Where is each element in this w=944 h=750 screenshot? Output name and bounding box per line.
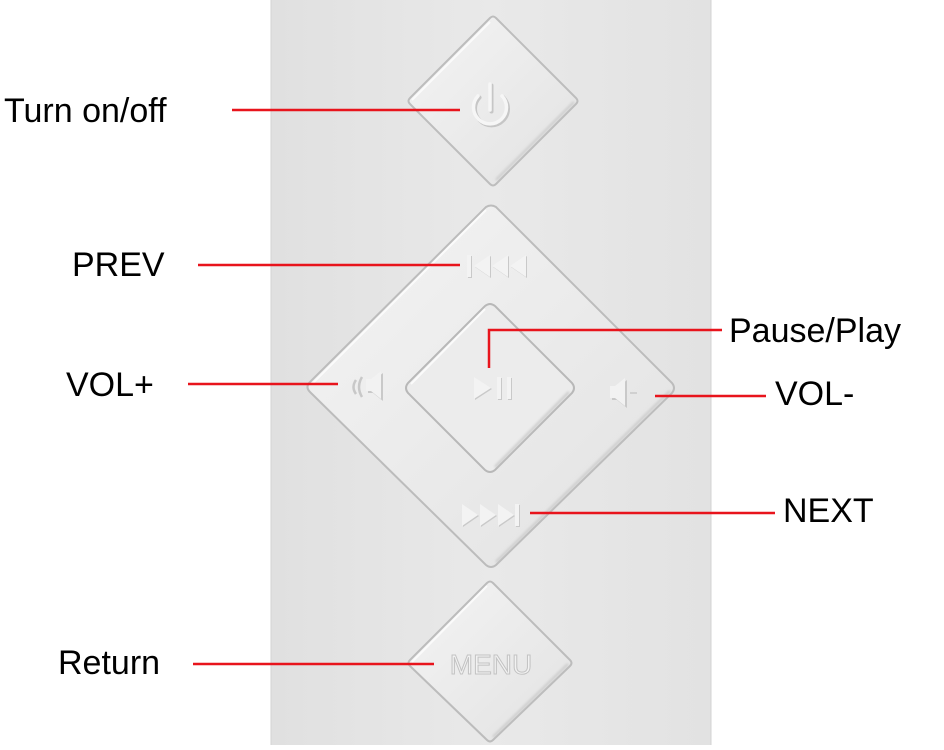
label-return: Return [58, 644, 161, 682]
callout-lines [188, 108, 775, 666]
skip-previous-icon[interactable] [467, 255, 527, 278]
skip-next-icon[interactable] [462, 504, 520, 527]
label-next: NEXT [783, 492, 874, 530]
label-turn-on-off: Turn on/off [4, 92, 167, 130]
power-icon [471, 82, 510, 128]
speaker-volume-up-icon[interactable] [352, 371, 384, 401]
label-pause-play: Pause/Play [729, 312, 901, 350]
play-pause-button[interactable] [405, 303, 575, 473]
play-pause-icon [474, 377, 512, 400]
speaker-volume-down-icon[interactable] [610, 378, 637, 408]
label-prev: PREV [72, 246, 165, 284]
menu-label: MENU [450, 649, 532, 680]
label-vol-down: VOL- [775, 375, 855, 413]
callout-line-play [487, 328, 722, 368]
power-button[interactable] [407, 15, 579, 187]
menu-button[interactable]: MENU [407, 580, 573, 743]
label-vol-up: VOL+ [66, 366, 154, 404]
